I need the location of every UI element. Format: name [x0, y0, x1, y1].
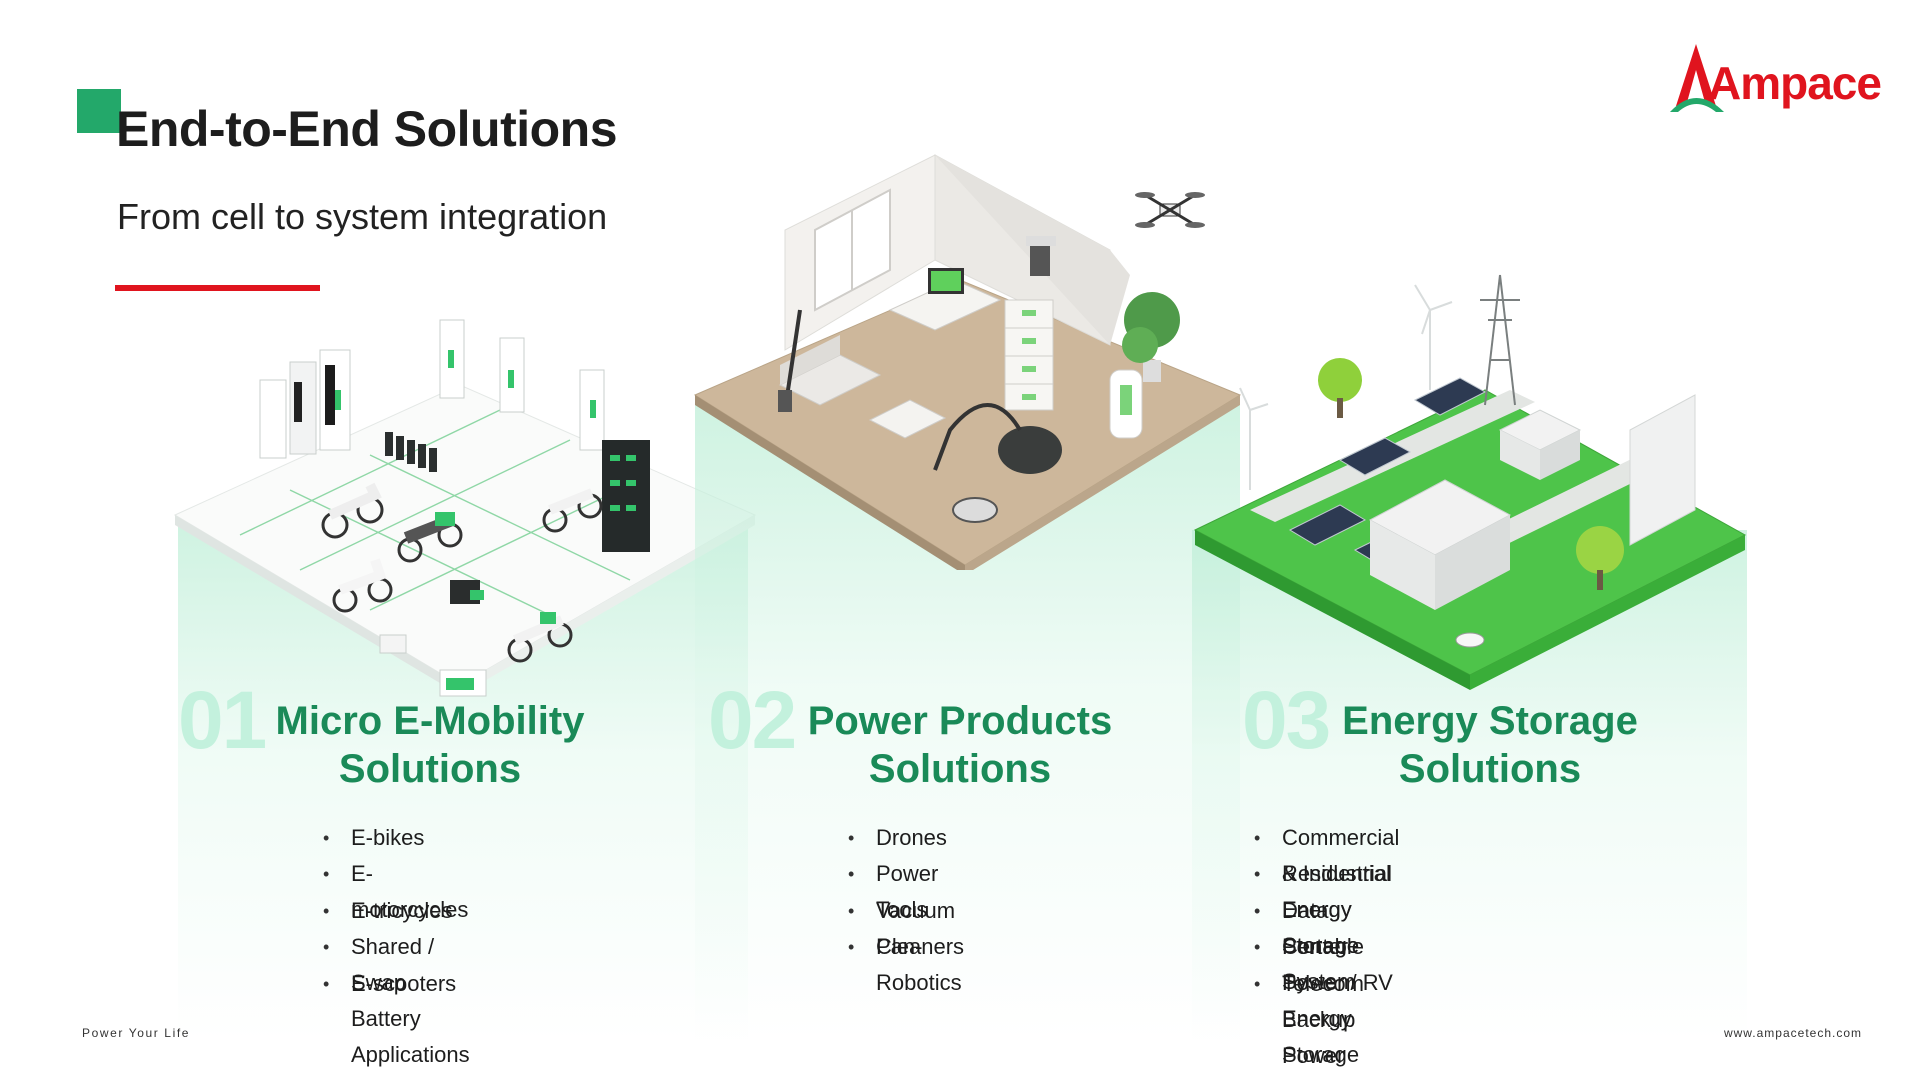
footer-tagline: Power Your Life	[82, 1026, 191, 1040]
list-item: E-scooters	[323, 966, 470, 1002]
section-title: Micro E-Mobility Solutions	[265, 697, 595, 793]
section-title: Power Products Solutions	[795, 697, 1125, 793]
list-item: Residential Energy Storage	[1254, 856, 1399, 958]
list-item: E-motorcycles	[323, 856, 470, 922]
section-number: 03	[1242, 675, 1331, 766]
title-divider	[115, 285, 320, 291]
section-title-line-2: Solutions	[338, 747, 522, 791]
section-title-line-1: Power Products	[807, 699, 1113, 743]
accent-square	[77, 89, 121, 133]
list-item: Drones	[848, 820, 964, 856]
energy-park-illustration	[1193, 274, 1747, 690]
section-items-list: Commercial & Industrial Energy Storage S…	[1254, 820, 1399, 1068]
section-items-list: E-bikes E-motorcycles E-tricycles Shared…	[323, 820, 470, 1067]
section-title-line-2: Solutions	[868, 747, 1052, 791]
section-title-line-2: Solutions	[1398, 747, 1582, 791]
section-title: Energy Storage Solutions	[1325, 697, 1655, 793]
brand-logo: Ampace	[1668, 42, 1882, 116]
list-item: Data Center	[1254, 893, 1399, 959]
triangle-a-icon	[1670, 44, 1724, 112]
list-item: Shared / Swap Battery Applications	[323, 929, 470, 1067]
list-item: Commercial & Industrial Energy Storage S…	[1254, 820, 1399, 994]
list-item: Power Tools	[848, 856, 964, 922]
section-title-line-1: Micro E-Mobility	[275, 699, 585, 743]
list-item: Telecom Backup Power	[1254, 966, 1399, 1068]
footer-website-link[interactable]: www.ampacetech.com	[1723, 1026, 1862, 1040]
list-item: Vacuum Cleaners	[848, 893, 964, 959]
section-title-line-1: Energy Storage	[1342, 699, 1638, 743]
logo-wordmark: Ampace	[1708, 57, 1882, 109]
smart-home-room-illustration	[693, 154, 1242, 570]
page-title: End-to-End Solutions	[116, 101, 618, 157]
page-subtitle: From cell to system integration	[117, 196, 608, 237]
section-number: 01	[178, 675, 267, 766]
ev-charging-station-illustration	[173, 319, 757, 697]
list-item: E-tricycles	[323, 893, 470, 929]
list-item: Pan-Robotics	[848, 929, 964, 995]
section-items-list: Drones Power Tools Vacuum Cleaners Pan-R…	[848, 820, 964, 995]
section-number: 02	[708, 675, 797, 766]
list-item: E-bikes	[323, 820, 470, 856]
list-item: Portable Power / RV Energy Storage	[1254, 929, 1399, 1067]
